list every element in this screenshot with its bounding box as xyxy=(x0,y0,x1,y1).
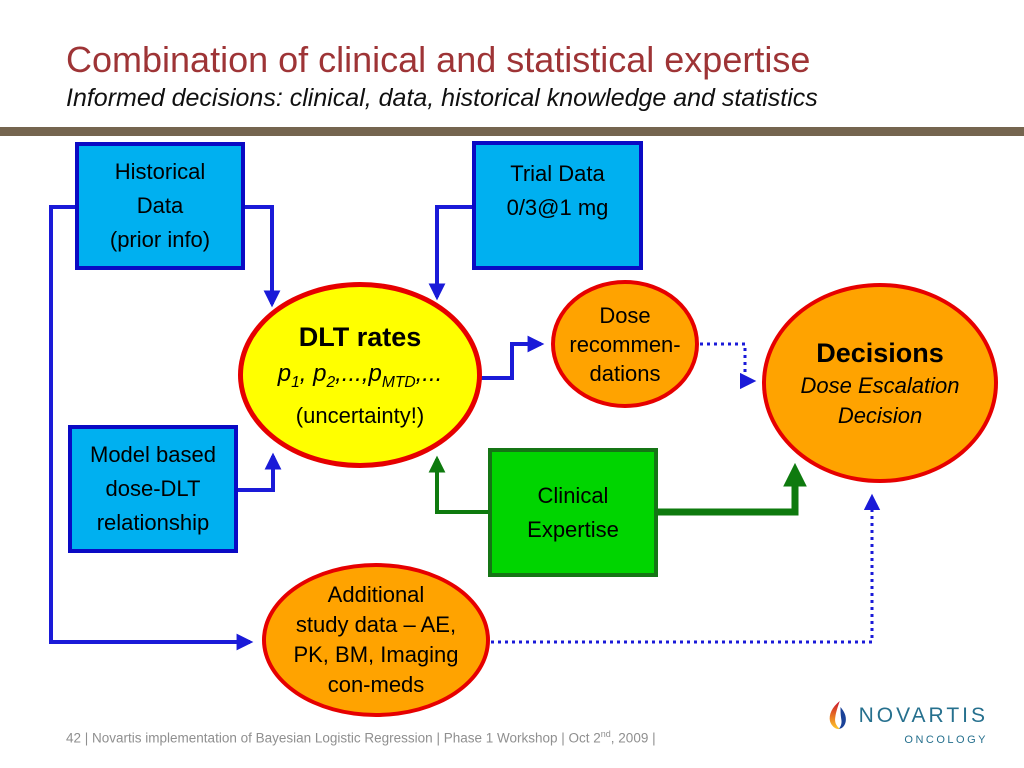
slide-footer: 42 | Novartis implementation of Bayesian… xyxy=(66,729,656,746)
arrow-clinical-to-dlt xyxy=(428,455,488,514)
novartis-logo: NOVARTIS ONCOLOGY xyxy=(828,700,988,746)
arrow-dlt-to-dose xyxy=(479,335,545,380)
node-historical-data: Historical Data (prior info) xyxy=(75,142,245,270)
node-label-line: Data xyxy=(136,193,184,218)
node-label-line: con-meds xyxy=(327,672,425,697)
node-label-line: relationship xyxy=(96,510,210,535)
logo-division-text: ONCOLOGY xyxy=(904,734,988,746)
node-label-line: PK, BM, Imaging xyxy=(293,642,459,667)
node-label-line: 0/3@1 mg xyxy=(506,195,609,220)
node-trial-data: Trial Data 0/3@1 mg xyxy=(472,141,643,270)
node-dose-recommendations: Dose recommen- dations xyxy=(551,280,699,408)
node-label-line: Clinical xyxy=(537,482,609,508)
decisions-sub1: Dose Escalation xyxy=(800,373,960,398)
dlt-title: DLT rates xyxy=(298,321,422,352)
node-label-line: dations xyxy=(589,360,661,386)
dlt-formula: p1, p2,...,pMTD,... xyxy=(277,359,443,391)
node-additional-study-data: Additional study data – AE, PK, BM, Imag… xyxy=(262,563,490,717)
node-label-line: Expertise xyxy=(527,516,619,542)
header-divider xyxy=(0,127,1024,136)
node-label-line: dose-DLT xyxy=(105,476,201,501)
arrow-clinical-to-decisions xyxy=(658,462,807,516)
node-clinical-expertise: Clinical Expertise xyxy=(488,448,658,577)
node-label-line: Additional xyxy=(327,582,425,607)
slide-title: Combination of clinical and statistical … xyxy=(66,39,811,80)
decisions-title: Decisions xyxy=(816,338,944,368)
node-label-line: Model based xyxy=(90,442,216,467)
node-label-line: (prior info) xyxy=(109,227,211,252)
arrow-model-to-dlt xyxy=(238,452,282,492)
node-dlt-rates: DLT rates p1, p2,...,pMTD,... (uncertain… xyxy=(238,282,482,468)
node-label-line: Trial Data xyxy=(510,161,605,186)
decisions-sub2: Decision xyxy=(837,403,923,428)
novartis-flame-icon xyxy=(827,700,851,732)
logo-brand-text: NOVARTIS xyxy=(858,704,988,727)
arrow-trial-to-dlt xyxy=(428,205,472,301)
dlt-note: (uncertainty!) xyxy=(295,403,425,429)
node-label-line: study data – AE, xyxy=(295,612,457,637)
arrow-historical-to-dlt xyxy=(245,205,281,308)
slide-subtitle: Informed decisions: clinical, data, hist… xyxy=(66,84,818,112)
node-label-line: Historical xyxy=(114,159,206,184)
node-decisions: Decisions Dose Escalation Decision xyxy=(762,283,998,483)
node-label-line: recommen- xyxy=(569,331,681,357)
node-label-line: Dose xyxy=(599,302,651,328)
node-model-based: Model based dose-DLT relationship xyxy=(68,425,238,553)
arrow-dose-to-decisions-dotted xyxy=(700,342,757,390)
